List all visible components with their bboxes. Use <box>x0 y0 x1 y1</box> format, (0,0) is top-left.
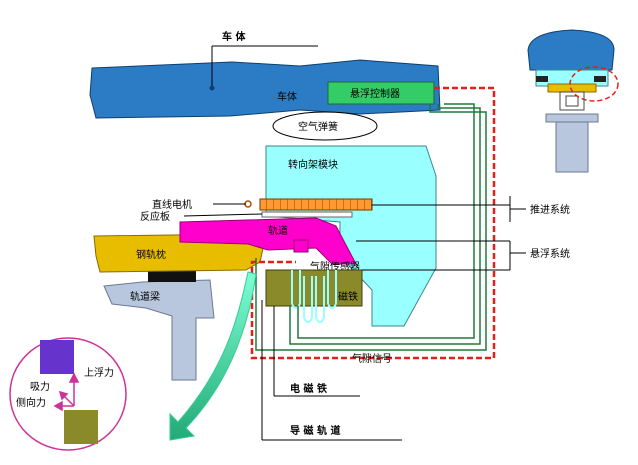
force-arrows <box>53 372 80 412</box>
electromagnet-label: 电 磁 铁 <box>290 382 327 395</box>
suspension-leader <box>356 240 526 271</box>
vehicle-cross-section-inset <box>527 29 619 173</box>
inset-column <box>555 121 589 173</box>
reaction-plate-label: 反应板 <box>140 210 170 223</box>
propulsion-system-label: 推进系统 <box>530 203 570 216</box>
electromagnet-coils <box>291 270 337 323</box>
inset-highlight <box>569 66 619 102</box>
reaction-plate: 反应板 <box>140 210 353 223</box>
inset-car-body <box>527 29 615 71</box>
track-beam: 轨道梁 <box>103 270 215 381</box>
control-loop <box>250 86 496 360</box>
suspension-controller-label: 悬浮控制器 <box>350 87 400 100</box>
bottom-leaders <box>261 300 402 441</box>
force-diagram: 上浮力 吸力 侧向力 <box>9 337 127 451</box>
suspension-controller-box <box>327 81 435 105</box>
suspension-controller: 悬浮控制器 <box>327 81 435 105</box>
air-spring: 空气弹簧 <box>272 111 378 141</box>
force-block-bottom <box>64 410 98 444</box>
car-body-title: 车 体 <box>222 30 246 43</box>
car-body-inner-label: 车体 <box>277 90 297 103</box>
lateral-force-label: 侧向力 <box>16 396 46 409</box>
inset-inner-box <box>565 95 579 107</box>
inset-rail-left <box>536 76 548 82</box>
track-beam-pad <box>148 270 196 282</box>
car-body-dot <box>209 85 215 91</box>
levitation-force-label: 上浮力 <box>84 366 114 379</box>
reaction-plate-shape <box>261 211 353 218</box>
electromagnet: 磁铁 <box>265 269 363 323</box>
guide-rail-label: 导 磁 轨 道 <box>290 424 340 437</box>
rail: 轨道 <box>179 217 357 265</box>
propulsion-leader <box>372 196 526 222</box>
track-beam-label: 轨道梁 <box>130 290 160 303</box>
signal-wires <box>255 103 487 351</box>
steel-sleeper-label: 钢轨枕 <box>136 248 166 261</box>
magnetic-material-label: 磁铁 <box>338 290 358 303</box>
attraction-label: 吸力 <box>30 380 50 393</box>
control-loop-path <box>250 86 496 360</box>
gap-sensor-block <box>293 239 309 253</box>
air-spring-label: 空气弹簧 <box>298 120 338 133</box>
zoom-arrow <box>169 271 257 441</box>
gap-signal-label: 气隙信号 <box>352 352 392 365</box>
linear-motor-coil <box>259 198 373 211</box>
linear-motor: 直线电机 <box>152 198 373 211</box>
reaction-plate-leader <box>183 213 263 217</box>
inset-cap <box>545 113 599 123</box>
linear-motor-label: 直线电机 <box>152 198 192 211</box>
rail-label: 轨道 <box>268 224 288 237</box>
force-block-top <box>40 340 74 374</box>
electromagnet-block <box>265 269 363 307</box>
air-spring-shape <box>272 111 378 141</box>
bogie-label: 转向架模块 <box>288 158 338 171</box>
rail-shape <box>179 217 357 265</box>
suspension-system-label: 悬浮系统 <box>530 247 570 260</box>
inset-rail-right <box>594 76 606 82</box>
car-body: 车 体 车体 <box>89 30 441 119</box>
